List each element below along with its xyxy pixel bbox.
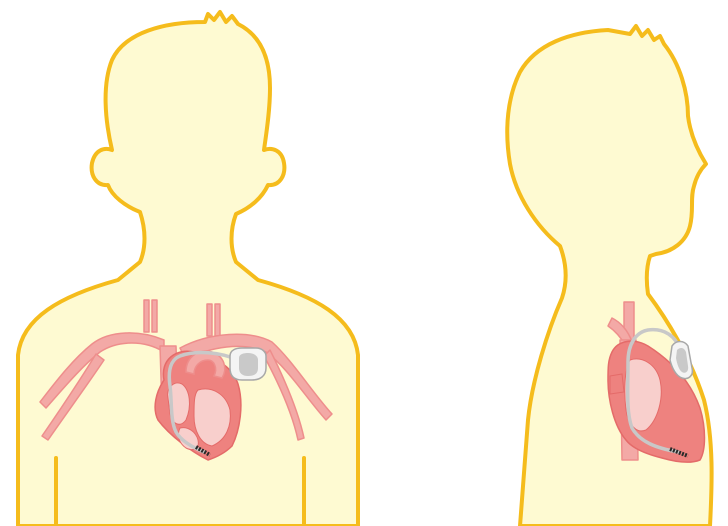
- side-view-figure: [507, 26, 711, 526]
- right-jugular-vein-2: [215, 304, 220, 336]
- left-jugular-vein-2: [152, 300, 157, 332]
- right-jugular-vein: [207, 304, 212, 336]
- left-jugular-vein: [144, 300, 149, 332]
- pacemaker-device-icon: [230, 348, 266, 380]
- front-view-figure: [18, 12, 358, 526]
- side-heart-atrium: [610, 374, 624, 394]
- front-device-body: [239, 353, 258, 376]
